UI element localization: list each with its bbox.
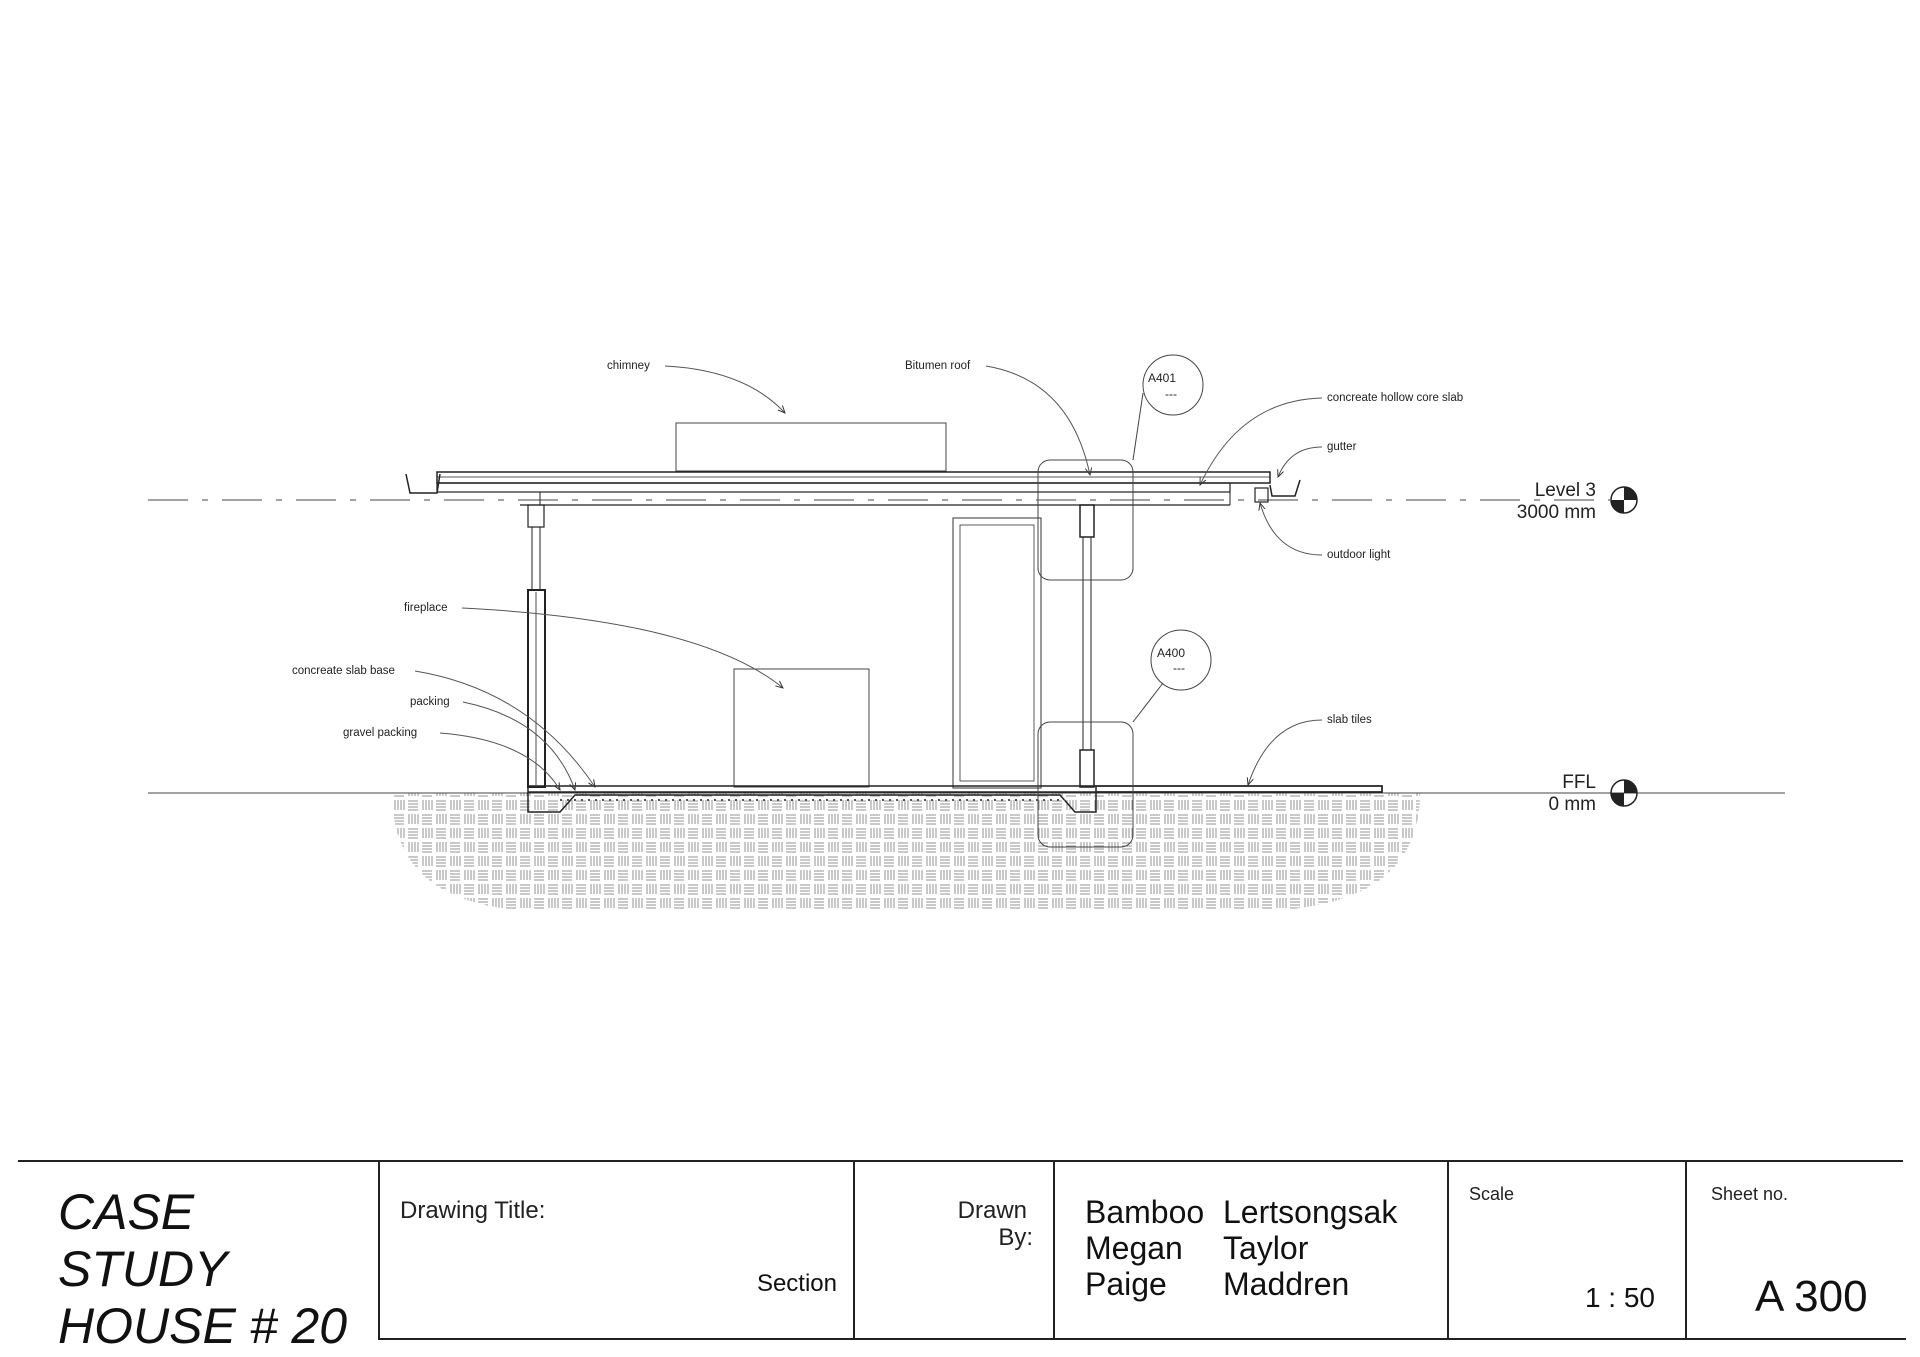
authors-cell: Bamboo Lertsongsak Megan Taylor Paige Maddr…: [1053, 1162, 1449, 1339]
scale-cell: Scale 1 : 50: [1447, 1162, 1687, 1339]
label-bitumen-roof: Bitumen roof: [905, 360, 971, 372]
label-fireplace: fireplace: [404, 602, 447, 614]
ffl-elevation: 0 mm: [1549, 794, 1597, 815]
author-row-1: Bamboo Lertsongsak: [1085, 1194, 1397, 1230]
author1-first: Bamboo: [1085, 1194, 1205, 1230]
title-block-bottom-rule: [378, 1338, 1906, 1340]
drawing-title-label: Drawing Title:: [400, 1197, 546, 1224]
scale-label: Scale: [1469, 1184, 1515, 1204]
sheet-value: A 300: [1755, 1272, 1868, 1321]
chimney: [675, 422, 947, 472]
roof-slab: [436, 471, 1271, 506]
a400-sub-text: ---: [1173, 661, 1185, 675]
drawn-label-2: By:: [998, 1224, 1033, 1251]
detail-callout-a400: [1037, 629, 1212, 848]
ffl-name: FFL: [1562, 772, 1596, 793]
detail-callout-a401: [1037, 354, 1204, 581]
fireplace: [733, 668, 870, 788]
author2-last: Taylor: [1223, 1230, 1309, 1266]
author3-first: Paige: [1085, 1266, 1167, 1302]
author1-last: Lertsongsak: [1223, 1194, 1398, 1230]
label-chimney: chimney: [607, 360, 650, 372]
a400-ref-text: A400: [1157, 646, 1185, 660]
label-concrete-slab-base: concreate slab base: [292, 665, 395, 677]
drawn-by-cell: Drawn By:: [853, 1162, 1055, 1339]
level3-elevation: 3000 mm: [1517, 502, 1596, 523]
outdoor-slab-tiles: [1095, 785, 1383, 793]
author-row-2: Megan Taylor: [1085, 1230, 1397, 1266]
author3-last: Maddren: [1223, 1266, 1350, 1302]
left-wall: [527, 504, 546, 788]
gutter-left: [405, 473, 441, 494]
label-gutter: gutter: [1327, 441, 1357, 453]
right-wall: [1079, 504, 1095, 788]
section-drawing: A401 --- A400 --- Level 3 3000 mm FFL 0 …: [148, 354, 1785, 910]
title-block: CASE STUDY HOUSE # 20 Drawing Title: Sec…: [18, 1160, 1906, 1354]
label-hollow-core-slab: concreate hollow core slab: [1327, 392, 1463, 404]
label-gravel-packing: gravel packing: [343, 727, 417, 739]
sheet-cell: Sheet no. A 300: [1685, 1162, 1905, 1339]
label-slab-tiles: slab tiles: [1327, 714, 1372, 726]
glass-door: [952, 517, 1042, 789]
label-packing: packing: [410, 696, 450, 708]
author2-first: Megan: [1085, 1230, 1183, 1266]
level3-name: Level 3: [1535, 480, 1596, 501]
project-line-3: HOUSE # 20: [58, 1298, 348, 1354]
drawn-label-1: Drawn: [957, 1197, 1027, 1224]
project-name: CASE STUDY HOUSE # 20: [58, 1184, 378, 1355]
drawing-title: Section: [756, 1270, 837, 1297]
a401-sub-text: ---: [1165, 387, 1177, 401]
ground-earth: [392, 793, 1420, 910]
ffl-marker: [1610, 779, 1638, 807]
level3-marker: [1610, 486, 1638, 514]
project-line-2: STUDY: [58, 1241, 228, 1297]
author-row-3: Paige Maddren: [1085, 1266, 1397, 1302]
scale-value: 1 : 50: [1584, 1282, 1655, 1313]
gutter-right: [1269, 479, 1301, 497]
a401-ref-text: A401: [1148, 371, 1176, 385]
leaders: [414, 365, 1323, 790]
drawing-title-cell: Drawing Title: Section: [378, 1162, 855, 1339]
label-outdoor-light: outdoor light: [1327, 549, 1391, 561]
sheet-label: Sheet no.: [1711, 1184, 1789, 1204]
project-line-1: CASE: [58, 1184, 195, 1240]
